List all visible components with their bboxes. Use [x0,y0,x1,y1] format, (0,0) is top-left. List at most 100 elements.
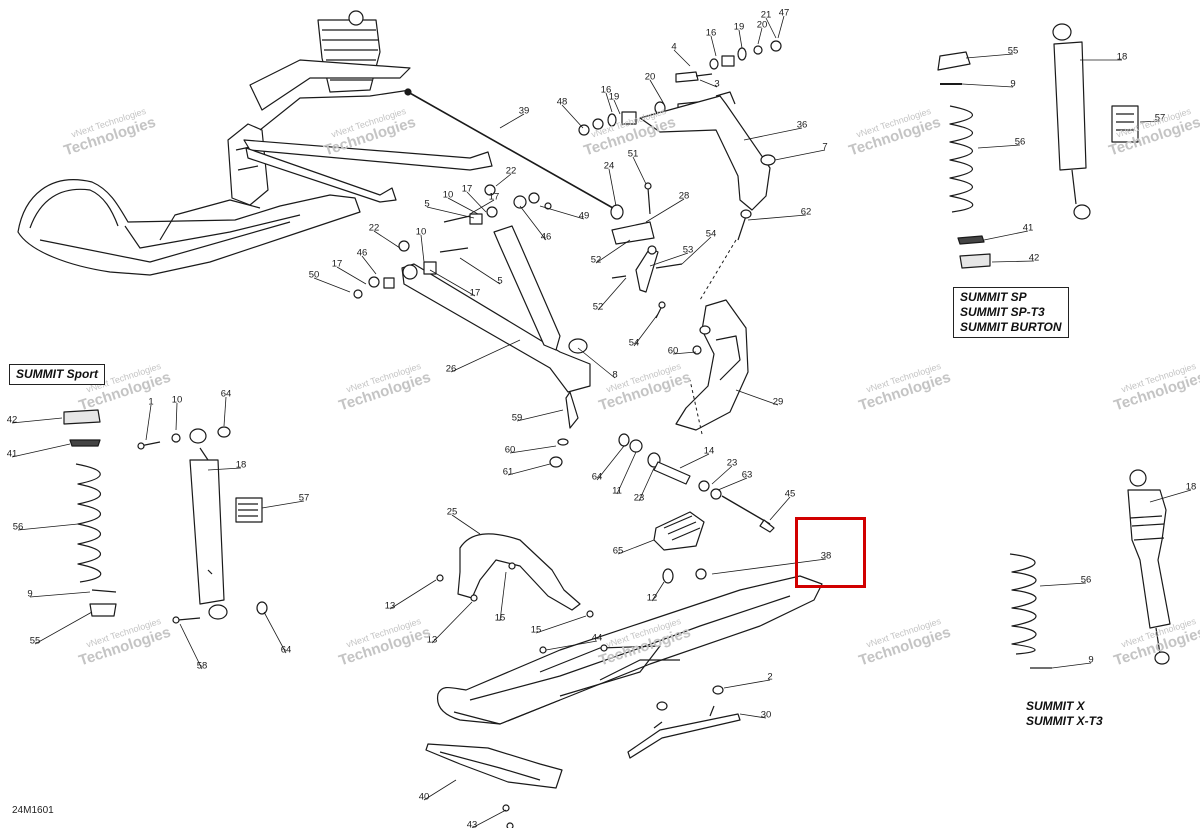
callout-leader-61 [507,463,551,476]
callout-leader-57 [261,500,305,509]
callout-leader-17 [466,191,487,213]
model-label-text: SUMMIT SP-T3 [960,305,1045,319]
callout-leader-41 [983,230,1029,241]
callout-leader-30 [739,713,767,719]
callout-number-17: 17 [462,184,473,195]
callout-leader-22 [373,230,401,249]
callout-number-5: 5 [424,199,429,210]
callout-leader-53 [649,252,689,267]
callout-number-29: 29 [773,397,784,408]
callout-leader-10 [447,197,479,215]
model-label-summit-sport: SUMMIT Sport [9,364,105,385]
callout-leader-42 [11,417,63,424]
highlighted-part-38-box [795,517,866,588]
callout-number-22: 22 [369,223,380,234]
callout-number-42: 42 [7,415,18,426]
callout-number-13: 13 [427,635,438,646]
callout-number-18: 18 [236,460,247,471]
callout-number-17: 17 [470,288,481,299]
callout-number-60: 60 [668,346,679,357]
lower-a-arm-exploded [353,184,591,468]
callout-leader-60 [672,351,697,355]
callout-leader-65 [617,539,655,555]
callout-leader-55 [965,53,1014,59]
callout-leader-56 [1039,582,1087,587]
callout-number-10: 10 [172,395,183,406]
callout-number-62: 62 [801,207,812,218]
callout-leader-43 [471,809,507,828]
callout-number-19: 19 [734,22,745,33]
callout-number-46: 46 [541,232,552,243]
callout-number-3: 3 [714,79,719,90]
callout-number-30: 30 [761,710,772,721]
right-shock-sp-group [937,23,1139,269]
callout-number-9: 9 [1010,79,1015,90]
callout-leader-36 [743,127,803,141]
callout-leader-22 [495,173,512,187]
callout-number-41: 41 [7,449,18,460]
callout-number-17: 17 [489,192,500,203]
callout-number-15: 15 [531,625,542,636]
callout-number-2: 2 [767,672,772,683]
callout-leader-62 [747,214,807,221]
callout-leader-29 [735,389,779,406]
callout-leader-55 [34,611,93,645]
callout-leader-64 [263,611,287,654]
callout-number-49: 49 [579,211,590,222]
callout-leader-8 [577,347,616,379]
callout-number-13: 13 [385,601,396,612]
callout-number-65: 65 [613,546,624,557]
callout-number-4: 4 [671,42,676,53]
callout-number-24: 24 [604,161,615,172]
model-label-summit-sp: SUMMIT SP SUMMIT SP-T3 SUMMIT BURTON [953,287,1069,338]
callout-leader-2 [723,679,771,689]
callout-number-59: 59 [512,413,523,424]
callout-leader-42 [991,260,1035,263]
callout-leader-5 [459,257,501,285]
callout-number-11: 11 [612,486,622,497]
callout-number-54: 54 [629,338,640,349]
callout-leader-15 [535,615,587,634]
callout-number-16: 16 [601,85,612,96]
callout-leader-19 [738,29,743,49]
callout-leader-17 [469,199,495,215]
callout-number-10: 10 [416,227,427,238]
callout-number-23: 23 [727,458,738,469]
callout-number-21: 21 [761,10,772,21]
callout-leader-39 [499,113,525,129]
callout-number-46: 46 [357,248,368,259]
model-label-text: SUMMIT SP [960,290,1027,304]
callout-number-64: 64 [221,389,232,400]
callout-leader-28 [645,198,685,223]
callout-leader-4 [673,49,691,67]
callout-number-20: 20 [757,20,768,31]
hardware-cluster-top [578,40,782,319]
callout-number-12: 12 [647,593,658,604]
callout-leader-11 [616,451,637,495]
callout-number-56: 56 [1081,575,1092,586]
callout-leader-24 [608,168,617,207]
callout-leader-13 [389,579,437,610]
callout-number-54: 54 [706,229,717,240]
callout-leader-51 [632,156,647,185]
callout-leader-9 [961,83,1014,88]
model-label-summit-x: SUMMIT X SUMMIT X-T3 [1020,697,1109,731]
callout-number-18: 18 [1186,482,1197,493]
callout-number-56: 56 [1015,137,1026,148]
callout-number-9: 9 [1088,655,1093,666]
callout-number-57: 57 [1155,113,1166,124]
callout-number-16: 16 [706,28,717,39]
callout-leader-26 [450,339,521,373]
callout-number-40: 40 [419,792,430,803]
callout-leader-64 [596,445,625,481]
callout-number-43: 43 [467,820,478,828]
callout-leader-16 [710,35,717,57]
callout-number-44: 44 [592,633,603,644]
callout-number-38: 38 [821,551,832,562]
callout-leader-41 [11,443,71,458]
callout-leader-47 [777,15,785,39]
callout-number-1: 1 [148,397,153,408]
callout-number-23: 23 [634,493,645,504]
callout-number-56: 56 [13,522,24,533]
